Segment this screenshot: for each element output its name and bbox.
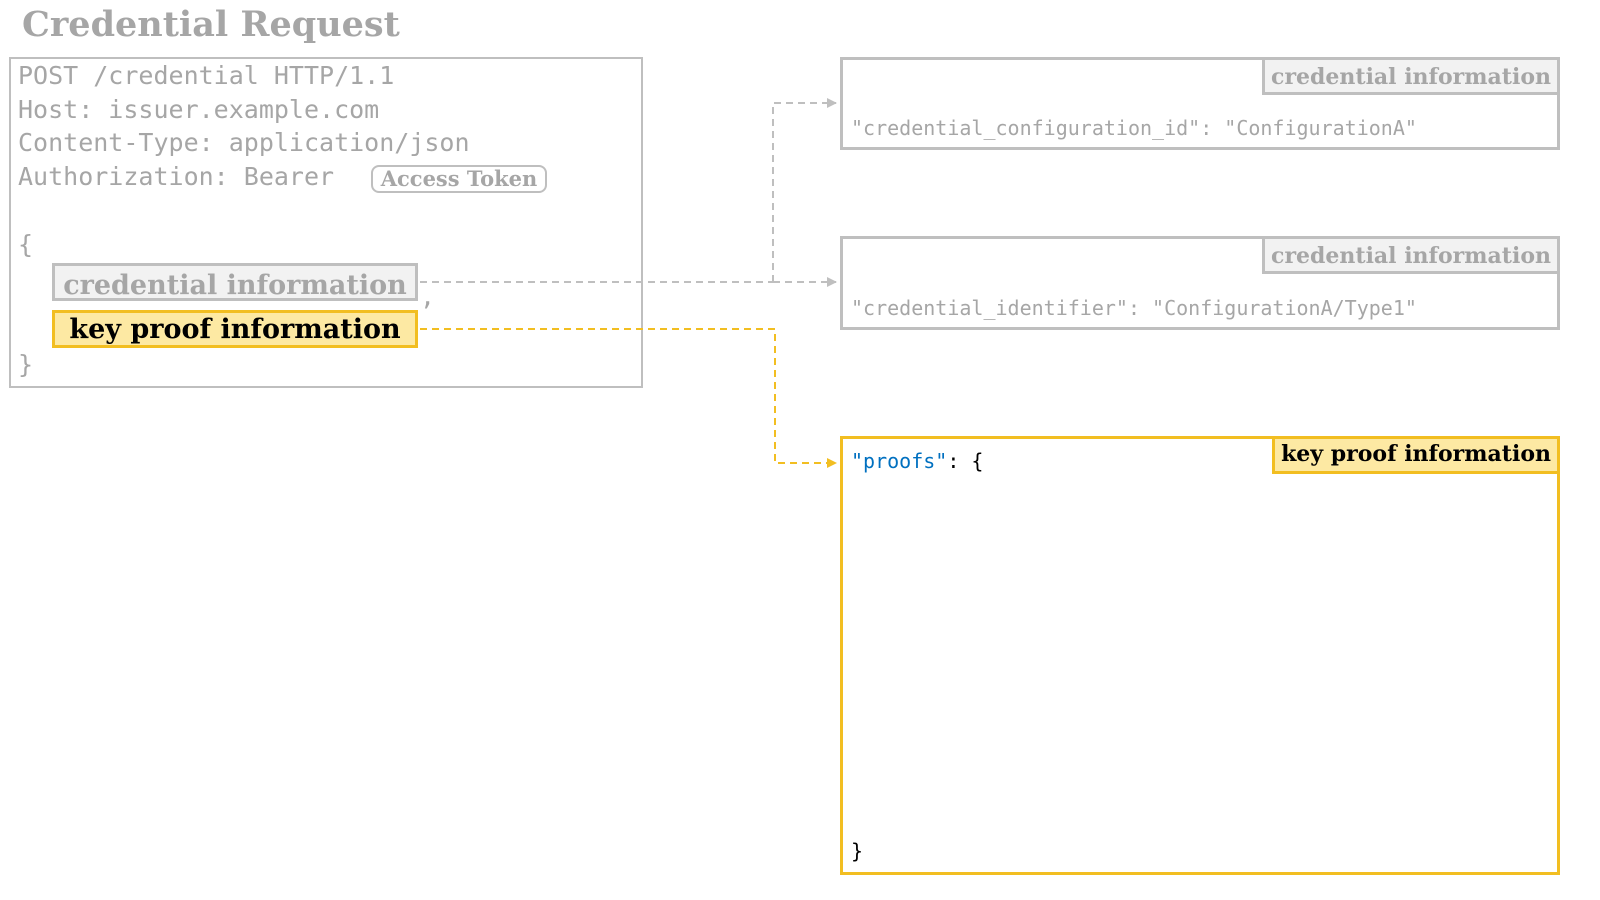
authorization-header: Authorization: Bearer	[18, 162, 335, 191]
credential-identifier-panel: credential information "credential_ident…	[840, 236, 1560, 330]
proofs-key: "proofs"	[851, 449, 948, 473]
panel-code: "credential_configuration_id": "Configur…	[851, 116, 1417, 140]
panel-tag: key proof information	[1272, 436, 1560, 474]
credential-configuration-panel: credential information "credential_confi…	[840, 57, 1560, 150]
credential-request-box	[9, 57, 643, 388]
arrow-to-configuration-panel	[772, 98, 837, 282]
panel-code: "credential_identifier": "ConfigurationA…	[851, 296, 1417, 320]
access-token-badge: Access Token	[371, 165, 547, 193]
proofs-close-brace: }	[851, 839, 864, 863]
diagram-title: Credential Request	[22, 4, 400, 45]
key-proof-connector	[420, 328, 837, 468]
host-header: Host: issuer.example.com	[18, 95, 380, 124]
proofs-open: : {	[947, 449, 984, 473]
body-open-brace: {	[18, 230, 34, 259]
key-proof-information-label: key proof information	[52, 310, 418, 348]
credential-info-connector	[420, 98, 837, 287]
content-type-header: Content-Type: application/json	[18, 128, 470, 157]
panel-tag: credential information	[1262, 57, 1560, 95]
arrow-to-key-proof-panel	[420, 328, 837, 468]
key-proof-panel: key proof information "proofs": { }	[840, 436, 1560, 875]
body-close-brace: }	[18, 350, 34, 379]
body-comma: ,	[420, 282, 436, 311]
panel-tag: credential information	[1262, 236, 1560, 274]
credential-information-label: credential information	[52, 263, 418, 301]
request-line: POST /credential HTTP/1.1	[18, 61, 395, 90]
panel-code: "proofs": {	[851, 449, 983, 473]
